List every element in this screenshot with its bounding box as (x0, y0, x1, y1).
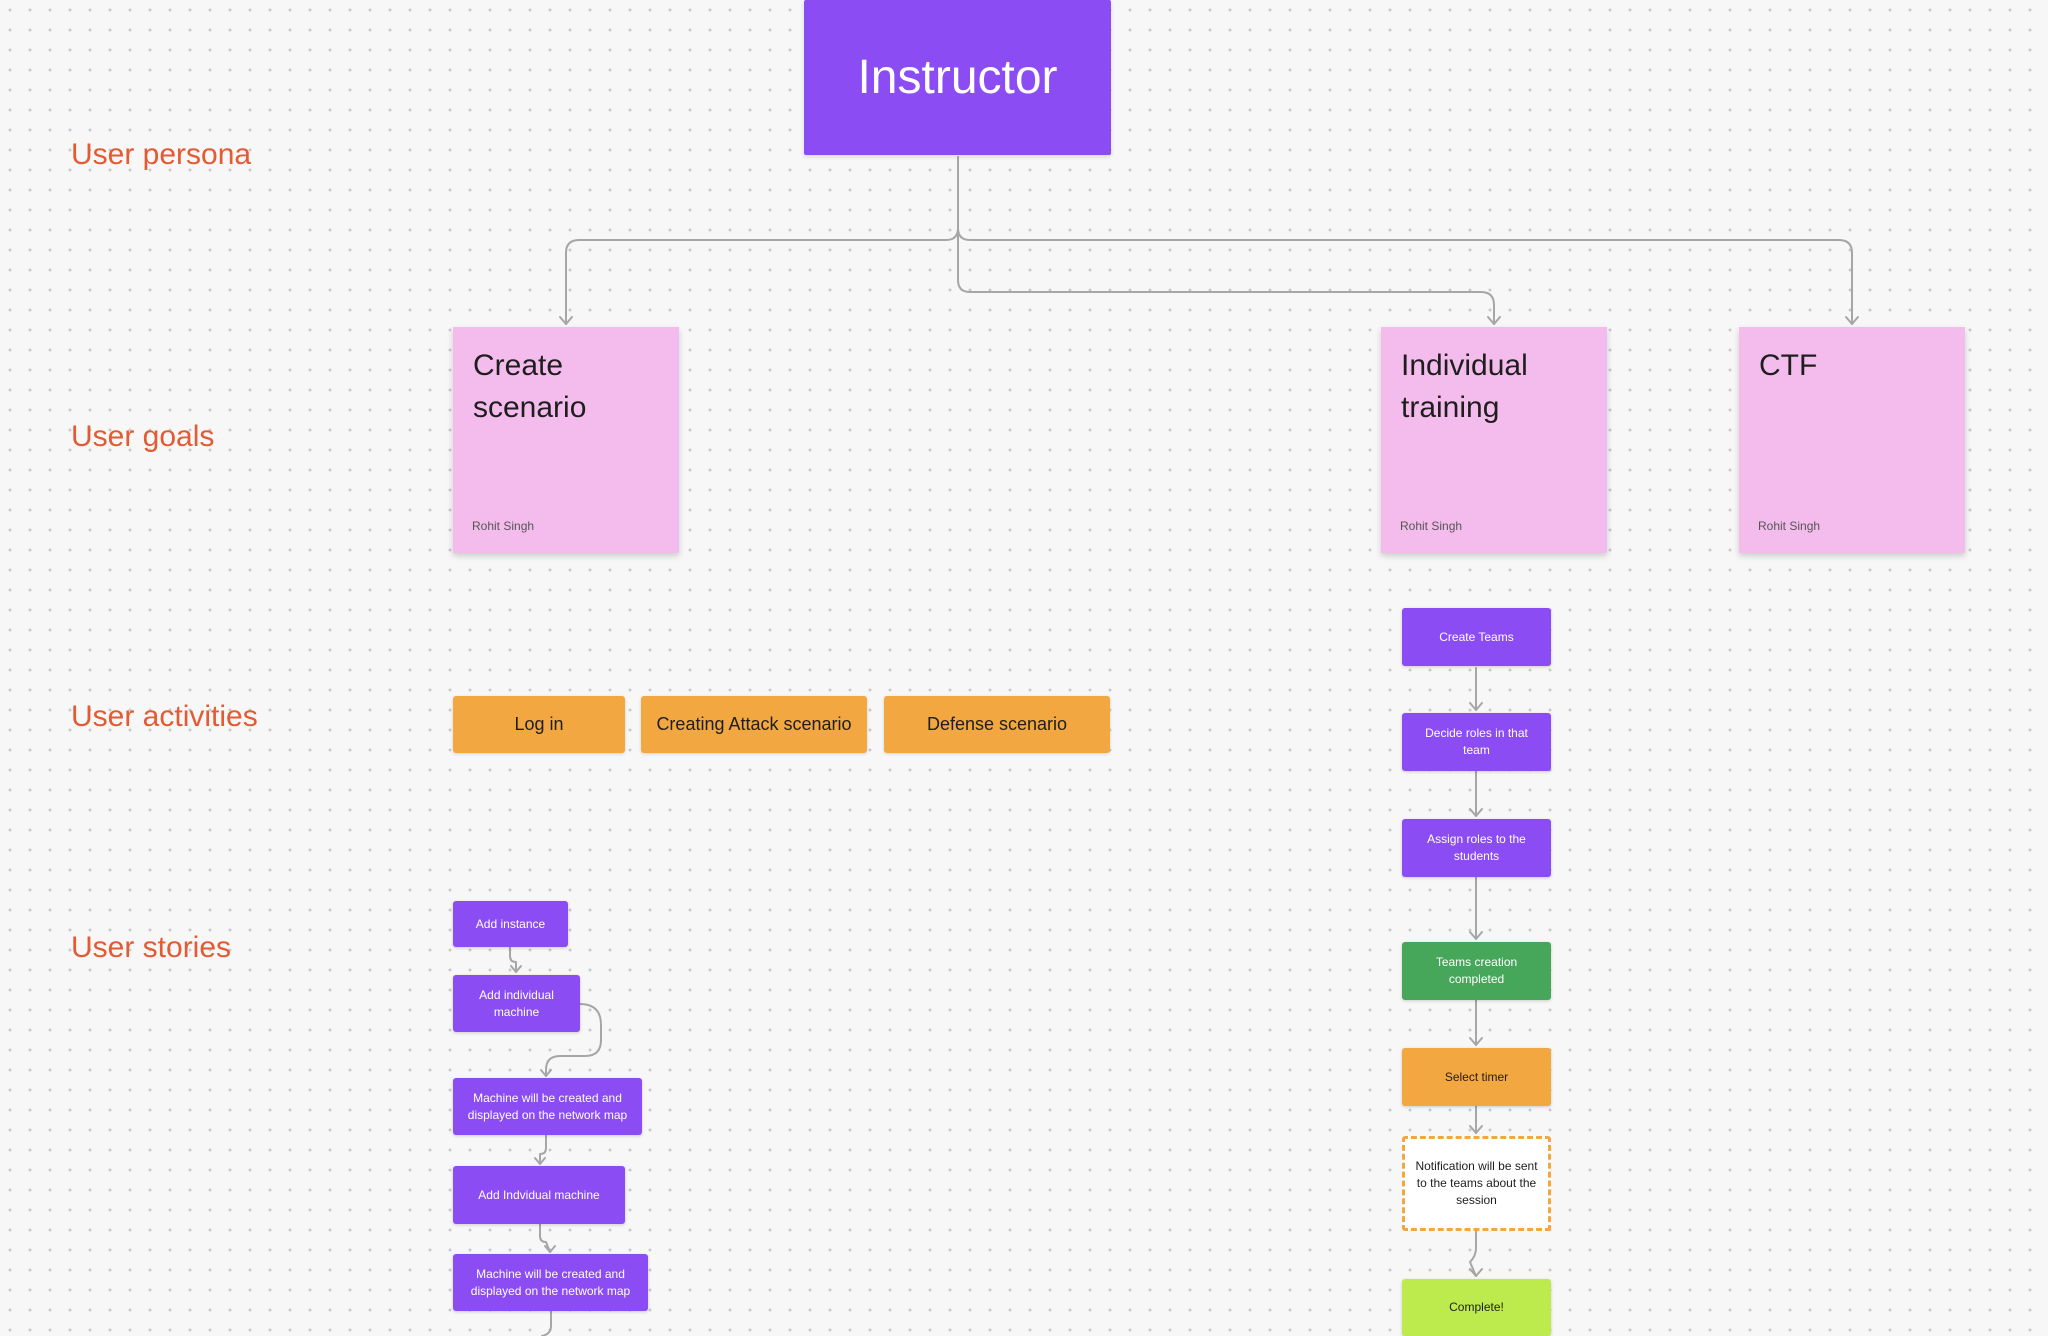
goal-sticky-ctf[interactable]: CTF Rohit Singh (1739, 327, 1965, 553)
goal-author: Rohit Singh (472, 519, 535, 533)
activity-log-in[interactable]: Log in (453, 696, 625, 753)
story-add-instance[interactable]: Add instance (453, 901, 568, 947)
row-label-persona: User persona (71, 138, 252, 171)
story-create-teams[interactable]: Create Teams (1402, 608, 1551, 666)
story-teams-creation-completed[interactable]: Teams creation completed (1402, 942, 1551, 1000)
story-assign-roles[interactable]: Assign roles to the students (1402, 819, 1551, 877)
row-label-goals: User goals (71, 420, 215, 453)
connector-story-left-1 (509, 946, 517, 973)
connector-story-left-2 (545, 1003, 602, 1077)
story-machine-created-2[interactable]: Machine will be created and displayed on… (453, 1254, 648, 1311)
persona-label: Instructor (857, 51, 1058, 104)
connector-story-left-3 (539, 1134, 547, 1165)
story-add-indvidual-machine[interactable]: Add Indvidual machine (453, 1166, 625, 1224)
story-complete[interactable]: Complete! (1402, 1279, 1551, 1336)
connector-story-right-6 (1469, 1230, 1477, 1277)
connector-story-left-5 (541, 1310, 552, 1336)
persona-card-instructor[interactable]: Instructor (804, 0, 1111, 155)
activity-creating-attack-scenario[interactable]: Creating Attack scenario (641, 696, 867, 753)
goal-title: CTF (1759, 349, 1818, 382)
connector-persona-individual-training (957, 227, 1495, 325)
connector-persona-ctf (957, 227, 1853, 325)
story-select-timer[interactable]: Select timer (1402, 1048, 1551, 1106)
goal-sticky-create-scenario[interactable]: Create scenario Rohit Singh (453, 327, 679, 553)
row-label-activities: User activities (71, 700, 258, 733)
goal-sticky-individual-training[interactable]: Individual training Rohit Singh (1381, 327, 1607, 553)
story-notification[interactable]: Notification will be sent to the teams a… (1402, 1136, 1551, 1231)
story-decide-roles[interactable]: Decide roles in that team (1402, 713, 1551, 771)
connector-persona-create-scenario (565, 156, 959, 325)
goal-title: Individual training (1401, 349, 1528, 424)
story-machine-created-1[interactable]: Machine will be created and displayed on… (453, 1078, 642, 1135)
goal-author: Rohit Singh (1758, 519, 1821, 533)
story-add-individual-machine[interactable]: Add individual machine (453, 975, 580, 1032)
goal-author: Rohit Singh (1400, 519, 1463, 533)
row-label-stories: User stories (71, 931, 232, 964)
goal-title: Create scenario (473, 349, 587, 424)
connector-story-left-4 (539, 1223, 551, 1253)
activity-defense-scenario[interactable]: Defense scenario (884, 696, 1110, 753)
